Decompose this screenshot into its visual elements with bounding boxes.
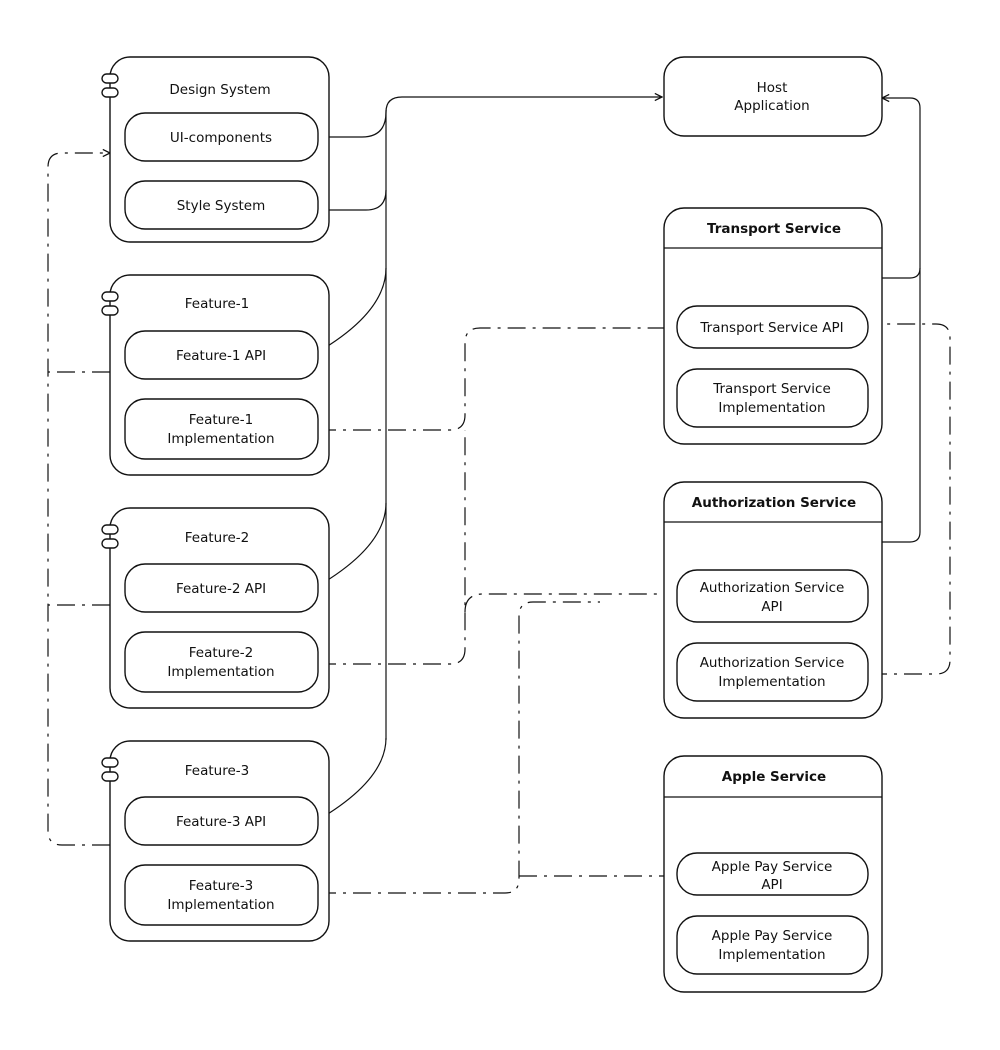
connector-feature-2-impl-to-transport <box>318 430 466 665</box>
feature-3-api-label: Feature-3 API <box>176 814 266 830</box>
feature-2-api-label: Feature-2 API <box>176 581 266 597</box>
apple-pay-service-implementation-label-line1: Apple Pay Service <box>712 928 833 944</box>
connector-feature-3-impl-to-services <box>318 601 600 894</box>
apple-service-module[interactable]: Apple Service Apple Pay Service API Appl… <box>663 755 883 993</box>
feature-3-title: Feature-3 <box>185 763 249 779</box>
component-icon <box>101 524 119 535</box>
feature-2-implementation-label-line1: Feature-2 <box>189 645 253 661</box>
feature-1-module[interactable]: Feature-1 Feature-1 API Feature-1 Implem… <box>101 274 330 476</box>
component-icon <box>101 305 119 316</box>
feature-3-module[interactable]: Feature-3 Feature-3 API Feature-3 Implem… <box>101 740 330 942</box>
authorization-service-title: Authorization Service <box>692 495 856 511</box>
feature-2-module[interactable]: Feature-2 Feature-2 API Feature-2 Implem… <box>101 507 330 709</box>
apple-pay-service-api-label-line2: API <box>761 877 782 893</box>
style-system-box[interactable]: Style System <box>124 180 319 230</box>
design-system-module[interactable]: Design System UI-components Style System <box>101 56 330 243</box>
connector-authorization-impl-to-transport-api <box>869 324 951 675</box>
connector-feature-2-impl-to-authorization-api <box>464 594 676 613</box>
component-icon <box>101 757 119 768</box>
feature-1-implementation-label-line2: Implementation <box>167 431 274 447</box>
apple-pay-service-api-label-line1: Apple Pay Service <box>712 859 833 875</box>
feature-2-title: Feature-2 <box>185 530 249 546</box>
connector-ui-components-to-host <box>318 97 662 138</box>
connector-feature-2-api-to-trunk <box>317 502 387 587</box>
transport-service-module[interactable]: Transport Service Transport Service API … <box>663 207 883 445</box>
feature-1-title: Feature-1 <box>185 296 249 312</box>
component-icon <box>101 538 119 549</box>
feature-3-api-box[interactable]: Feature-3 API <box>124 796 319 846</box>
feature-1-implementation-label-line1: Feature-1 <box>189 412 253 428</box>
ui-components-box[interactable]: UI-components <box>124 112 319 162</box>
ui-components-label: UI-components <box>170 130 272 146</box>
component-icon <box>101 87 119 98</box>
authorization-service-implementation-box[interactable]: Authorization Service Implementation <box>676 642 869 702</box>
feature-3-implementation-box[interactable]: Feature-3 Implementation <box>124 864 319 926</box>
feature-1-implementation-box[interactable]: Feature-1 Implementation <box>124 398 319 460</box>
authorization-service-implementation-label-line2: Implementation <box>718 674 825 690</box>
feature-1-api-label: Feature-1 API <box>176 348 266 364</box>
connector-feature-1-impl-to-transport-api <box>318 328 676 431</box>
feature-3-implementation-label-line2: Implementation <box>167 897 274 913</box>
design-system-title: Design System <box>169 82 270 98</box>
transport-service-api-label: Transport Service API <box>699 320 843 336</box>
component-icon <box>101 771 119 782</box>
apple-pay-service-implementation-box[interactable]: Apple Pay Service Implementation <box>676 915 869 975</box>
apple-pay-service-implementation-label-line2: Implementation <box>718 947 825 963</box>
connector-features-to-design-system <box>47 153 110 846</box>
authorization-service-module[interactable]: Authorization Service Authorization Serv… <box>663 481 883 719</box>
component-icon <box>101 291 119 302</box>
feature-2-api-box[interactable]: Feature-2 API <box>124 563 319 613</box>
style-system-label: Style System <box>177 198 266 214</box>
apple-pay-service-api-box[interactable]: Apple Pay Service API <box>676 852 869 896</box>
host-application-box[interactable]: Host Application <box>663 56 883 137</box>
authorization-service-api-label-line1: Authorization Service <box>700 580 845 596</box>
authorization-service-api-box[interactable]: Authorization Service API <box>676 569 869 623</box>
host-application-label-line1: Host <box>757 80 788 96</box>
component-icon <box>101 73 119 84</box>
transport-service-api-box[interactable]: Transport Service API <box>676 305 869 349</box>
authorization-service-api-label-line2: API <box>761 599 782 615</box>
authorization-service-implementation-label-line1: Authorization Service <box>700 655 845 671</box>
feature-1-api-box[interactable]: Feature-1 API <box>124 330 319 380</box>
transport-service-implementation-label-line1: Transport Service <box>712 381 831 397</box>
connector-feature-3-api-to-trunk <box>317 737 387 821</box>
connector-feature-1-api-to-trunk <box>317 267 387 353</box>
transport-service-implementation-box[interactable]: Transport Service Implementation <box>676 368 869 428</box>
apple-service-title: Apple Service <box>722 769 826 785</box>
host-application-label-line2: Application <box>734 98 809 114</box>
feature-3-implementation-label-line1: Feature-3 <box>189 878 253 894</box>
feature-2-implementation-box[interactable]: Feature-2 Implementation <box>124 631 319 693</box>
transport-service-implementation-label-line2: Implementation <box>718 400 825 416</box>
feature-2-implementation-label-line2: Implementation <box>167 664 274 680</box>
transport-service-title: Transport Service <box>707 221 841 237</box>
